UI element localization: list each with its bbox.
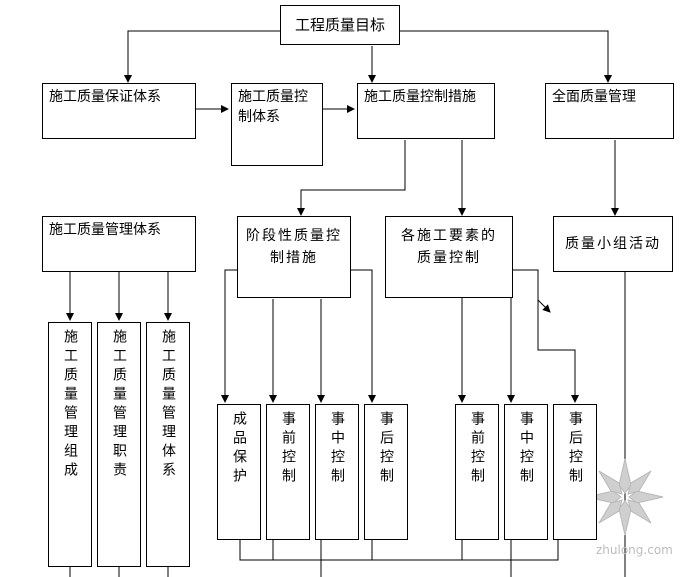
assurance-system-label: 施工质量保证体系: [49, 89, 161, 105]
measures-down-connector: [297, 140, 406, 216]
bottom-stage-bus: [239, 540, 559, 561]
mgmt-duty-label: 施工质量管理职责: [111, 329, 127, 481]
post-control-1-node: 事后控制: [364, 404, 408, 540]
management-system-node: 施工质量管理体系: [42, 216, 196, 272]
goal-to-assurance-connector: [124, 30, 280, 83]
element-control-node: 各施工要素的质量控制: [385, 216, 513, 298]
total-management-label: 全面质量管理: [552, 89, 636, 105]
stage-measures-node: 阶段性质量控制措施: [237, 216, 351, 298]
mgmt-sys-node: 施工质量管理体系: [146, 322, 190, 567]
stage-side-connector: [221, 269, 237, 403]
element-control-label: 各施工要素的质量控制: [401, 228, 497, 266]
element-right-connector: [513, 269, 579, 403]
stage-right-connector: [350, 269, 376, 403]
pre-control-2-label: 事前控制: [469, 411, 485, 487]
pre-control-2-node: 事前控制: [455, 404, 499, 540]
post-control-2-label: 事后控制: [567, 411, 583, 487]
mid-control-1-node: 事中控制: [315, 404, 359, 540]
goal-label: 工程质量目标: [294, 16, 385, 34]
mid-control-2-node: 事中控制: [504, 404, 548, 540]
mid-control-2-label: 事中控制: [518, 411, 534, 487]
mgmt-org-node: 施工质量管理组成: [48, 322, 92, 567]
pre-control-1-node: 事前控制: [266, 404, 310, 540]
management-system-label: 施工质量管理体系: [49, 222, 161, 238]
control-system-node: 施工质量控制体系: [231, 83, 323, 166]
mgmt-sys-label: 施工质量管理体系: [160, 329, 176, 481]
watermark-logo-icon: [586, 458, 664, 536]
product-protect-label: 成品保护: [231, 411, 247, 487]
watermark-text: zhulong.com: [596, 543, 673, 557]
stage-measures-label: 阶段性质量控制措施: [246, 228, 342, 266]
control-system-label: 施工质量控制体系: [238, 89, 308, 125]
mgmt-duty-node: 施工质量管理职责: [97, 322, 141, 567]
total-management-node: 全面质量管理: [545, 83, 674, 139]
post-control-1-label: 事后控制: [378, 411, 394, 487]
group-activity-node: 质量小组活动: [553, 216, 673, 272]
product-protect-node: 成品保护: [217, 404, 261, 540]
element-side-arrow: [537, 299, 551, 313]
pre-control-1-label: 事前控制: [280, 411, 296, 487]
mid-control-1-label: 事中控制: [329, 411, 345, 487]
goal-node: 工程质量目标: [280, 5, 400, 45]
post-control-2-node: 事后控制: [553, 404, 597, 540]
assurance-system-node: 施工质量保证体系: [42, 83, 196, 139]
group-activity-label: 质量小组活动: [565, 236, 661, 252]
control-measures-label: 施工质量控制措施: [364, 89, 476, 105]
goal-to-total-connector: [400, 30, 612, 83]
mgmt-org-label: 施工质量管理组成: [62, 329, 78, 481]
control-measures-node: 施工质量控制措施: [357, 83, 495, 139]
